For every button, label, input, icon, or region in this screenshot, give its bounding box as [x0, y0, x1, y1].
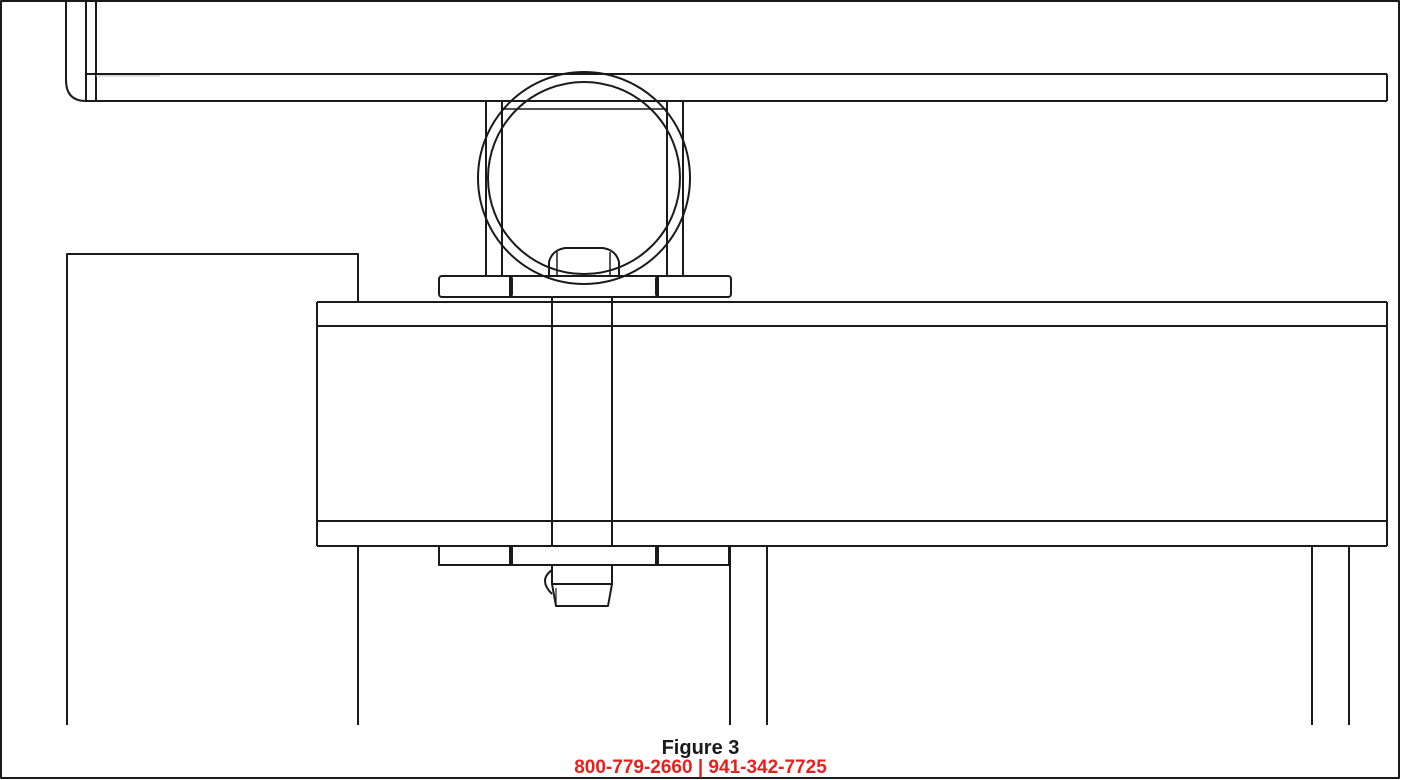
- main-beam: [316, 301, 1388, 547]
- pin-shaft: [551, 297, 613, 546]
- figure-caption-title: Figure 3: [661, 737, 740, 759]
- lower-washer-plate: [438, 545, 730, 566]
- pull-ring-collar: [548, 247, 620, 276]
- ring-bracket: [485, 101, 684, 276]
- lower-washer-left: [438, 545, 513, 566]
- upper-washer-right: [655, 275, 732, 298]
- pin-tip-point: [551, 583, 613, 607]
- lower-frame-members: [729, 546, 1350, 725]
- pin-tip: [544, 565, 613, 607]
- pin-tip-body: [551, 565, 613, 585]
- left-post: [66, 253, 359, 725]
- upper-washer-plate: [438, 275, 732, 298]
- top-rail-outline: [65, 0, 1387, 102]
- figure-caption-phone: 800-779-2660 | 941-342-7725: [574, 757, 827, 778]
- lower-washer-right: [655, 545, 730, 566]
- upper-washer-center: [509, 275, 659, 298]
- upper-washer-left: [438, 275, 513, 298]
- pull-ring-outer: [477, 71, 691, 285]
- pull-ring: [477, 71, 691, 285]
- top-rail: [65, 0, 1388, 102]
- left-post-outline: [66, 253, 359, 725]
- pin-detent-ball: [544, 569, 553, 595]
- pull-ring-inner: [487, 81, 681, 275]
- lower-washer-center: [509, 545, 659, 566]
